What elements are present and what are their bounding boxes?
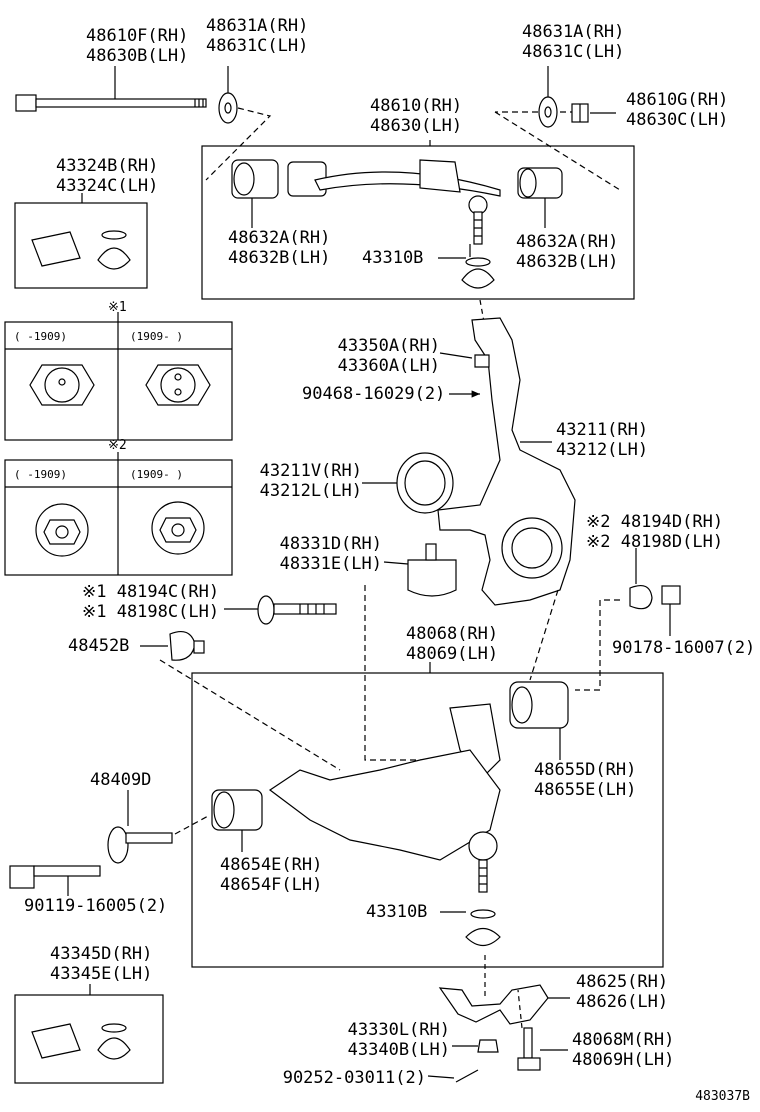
nut-90178 — [661, 585, 681, 605]
cam-plate-before-2 — [35, 503, 89, 557]
cam-plate-48452b — [169, 631, 205, 661]
upper-control-arm — [231, 159, 563, 245]
grease-pack-lower — [31, 1023, 81, 1059]
bolt-90119 — [9, 865, 101, 889]
part-label-90468: 90468-16029(2) — [302, 384, 446, 404]
part-label-43324b: 43324B(RH)43324C(LH) — [56, 156, 159, 196]
part-label-48610g: 48610G(RH)48630C(LH) — [626, 90, 729, 130]
part-label-90252: 90252-03011(2) — [282, 1068, 426, 1088]
lower-control-arm — [211, 681, 569, 893]
part-label-48610: 48610(RH)48630(LH) — [370, 96, 463, 136]
cam-plate-48194d — [629, 585, 653, 610]
inset-mark-2: ※2 — [108, 438, 127, 453]
dust-seal-43211v — [396, 452, 454, 514]
part-label-48625: 48625(RH)48626(LH) — [576, 972, 669, 1012]
part-label-43211v: 43211V(RH)43212L(LH) — [259, 461, 362, 501]
part-label-48068m: 48068M(RH)48069H(LH) — [572, 1030, 675, 1070]
part-label-48631a-right: 48631A(RH)48631C(LH) — [522, 22, 625, 62]
nut-48610g — [571, 103, 589, 123]
bushing-48409d — [107, 826, 173, 864]
part-label-48194d: ※2 48194D(RH)※2 48198D(LH) — [586, 512, 724, 552]
cam-bushing-before-1 — [29, 364, 95, 406]
lower-arm-frame — [191, 672, 664, 968]
part-label-90178: 90178-16007(2) — [612, 638, 756, 658]
part-label-43330l: 43330L(RH)43340B(LH) — [347, 1020, 450, 1060]
cotter-pin-90252 — [455, 1069, 479, 1083]
part-label-43310b-bottom: 43310B — [366, 902, 428, 922]
part-label-48409d: 48409D — [90, 770, 152, 790]
illustration-code: 483037B — [695, 1089, 750, 1104]
grease-pack-upper — [31, 231, 81, 267]
part-label-90119: 90119-16005(2) — [24, 896, 168, 916]
part-label-48331d: 48331D(RH)48331E(LH) — [279, 534, 382, 574]
bumper-48331d — [407, 543, 457, 597]
bolt-48068m — [517, 1027, 541, 1071]
castle-nut-43330l — [477, 1039, 499, 1053]
part-label-48655d: 48655D(RH)48655E(LH) — [534, 760, 637, 800]
boot-43310b-top — [461, 257, 495, 289]
inset-1-range-after: (1909- ) — [130, 330, 183, 343]
cam-plate-after-2 — [151, 501, 205, 555]
boot-upper — [97, 230, 131, 270]
part-label-48632a-left: 48632A(RH)48632B(LH) — [228, 228, 331, 268]
boot-lower — [97, 1023, 131, 1060]
inset-mark-1: ※1 — [108, 300, 127, 315]
knuckle-arm-48625 — [438, 984, 549, 1025]
washer-48631a-left — [218, 92, 238, 124]
part-label-43211: 43211(RH)43212(LH) — [556, 420, 649, 460]
part-label-48632a-right: 48632A(RH)48632B(LH) — [516, 232, 619, 272]
part-label-48654e: 48654E(RH)48654F(LH) — [220, 855, 323, 895]
part-label-48068: 48068(RH)48069(LH) — [406, 624, 499, 664]
inset-1-range-before: ( -1909) — [14, 330, 67, 343]
part-label-43345d: 43345D(RH)43345E(LH) — [50, 944, 153, 984]
part-label-48452b: 48452B — [68, 636, 130, 656]
part-label-43350a: 43350A(RH)43360A(LH) — [337, 336, 440, 376]
boot-kit-box-upper — [14, 202, 148, 289]
part-label-48631a-left: 48631A(RH)48631C(LH) — [206, 16, 309, 56]
inset-2-range-before: ( -1909) — [14, 468, 67, 481]
part-label-48610f: 48610F(RH)48630B(LH) — [86, 26, 189, 66]
inset-2-range-after: (1909- ) — [130, 468, 183, 481]
boot-kit-box-lower — [14, 994, 164, 1084]
boot-43310b-bottom — [465, 909, 501, 947]
cam-bushing-after-1 — [145, 364, 211, 406]
bolt-48610f — [15, 94, 207, 112]
washer-48631a-right — [538, 96, 558, 128]
part-label-43310b-top: 43310B — [362, 248, 424, 268]
steering-knuckle — [437, 317, 576, 606]
cam-bolt-48194c — [257, 595, 337, 625]
part-label-48194c: ※1 48194C(RH)※1 48198C(LH) — [82, 582, 220, 622]
upper-arm-frame — [201, 145, 635, 300]
